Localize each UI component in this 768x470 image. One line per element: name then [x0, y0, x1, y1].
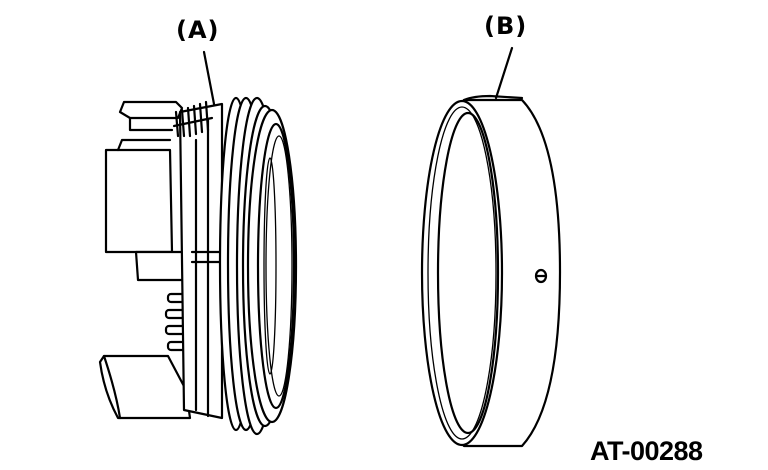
- part-a-assembly: [98, 50, 298, 436]
- part-b-ring: [420, 46, 562, 448]
- part-b-label: (B): [484, 12, 528, 40]
- part-a-lower-tab: [98, 354, 192, 420]
- part-a-label: (A): [176, 16, 220, 44]
- part-a-leader: [202, 50, 216, 106]
- part-b-front-face: [420, 99, 504, 447]
- part-a-upper-block: [104, 148, 174, 254]
- part-a-spline: [172, 100, 214, 138]
- part-b-inner-edge: [436, 111, 500, 435]
- figure-id: AT-00288: [590, 436, 703, 466]
- part-a-face-inner: [256, 122, 296, 410]
- part-a-upper-tab: [118, 100, 184, 120]
- part-b-leader: [494, 46, 514, 100]
- part-b-hole: [534, 268, 548, 284]
